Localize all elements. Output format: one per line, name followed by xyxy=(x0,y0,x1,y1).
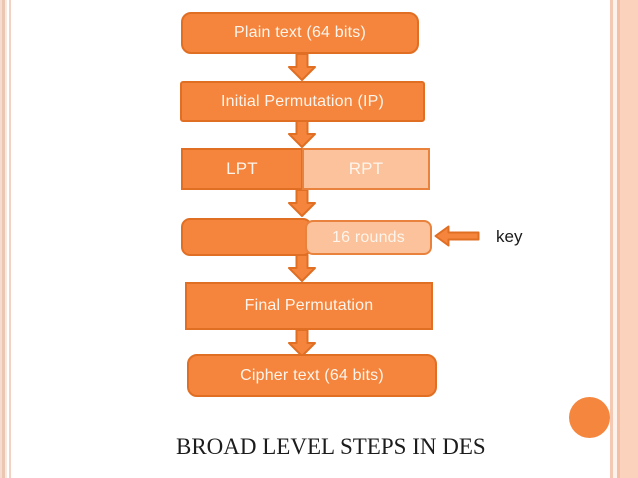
flow-box-16-rounds: 16 rounds xyxy=(305,220,432,255)
flow-box-rpt: RPT xyxy=(302,148,430,190)
flow-box-plain-text: Plain text (64 bits) xyxy=(181,12,419,54)
down-arrow-icon xyxy=(288,120,316,148)
flow-box-rounds-left xyxy=(181,218,312,256)
left-border-stripes xyxy=(0,0,12,478)
flow-box-cipher-text: Cipher text (64 bits) xyxy=(187,354,437,397)
decorative-circle-icon xyxy=(569,397,610,438)
down-arrow-icon xyxy=(288,189,316,217)
down-arrow-icon xyxy=(288,53,316,81)
key-label: key xyxy=(496,227,523,246)
down-arrow-icon xyxy=(288,329,316,357)
flow-box-lpt: LPT xyxy=(181,148,303,190)
slide-title: BROAD LEVEL STEPS IN DES xyxy=(176,434,486,459)
key-left-arrow-icon xyxy=(434,225,480,247)
flow-box-final-permutation: Final Permutation xyxy=(185,282,433,330)
right-border-stripes xyxy=(610,0,638,478)
down-arrow-icon xyxy=(288,254,316,282)
flow-box-initial-permutation: Initial Permutation (IP) xyxy=(180,81,425,122)
